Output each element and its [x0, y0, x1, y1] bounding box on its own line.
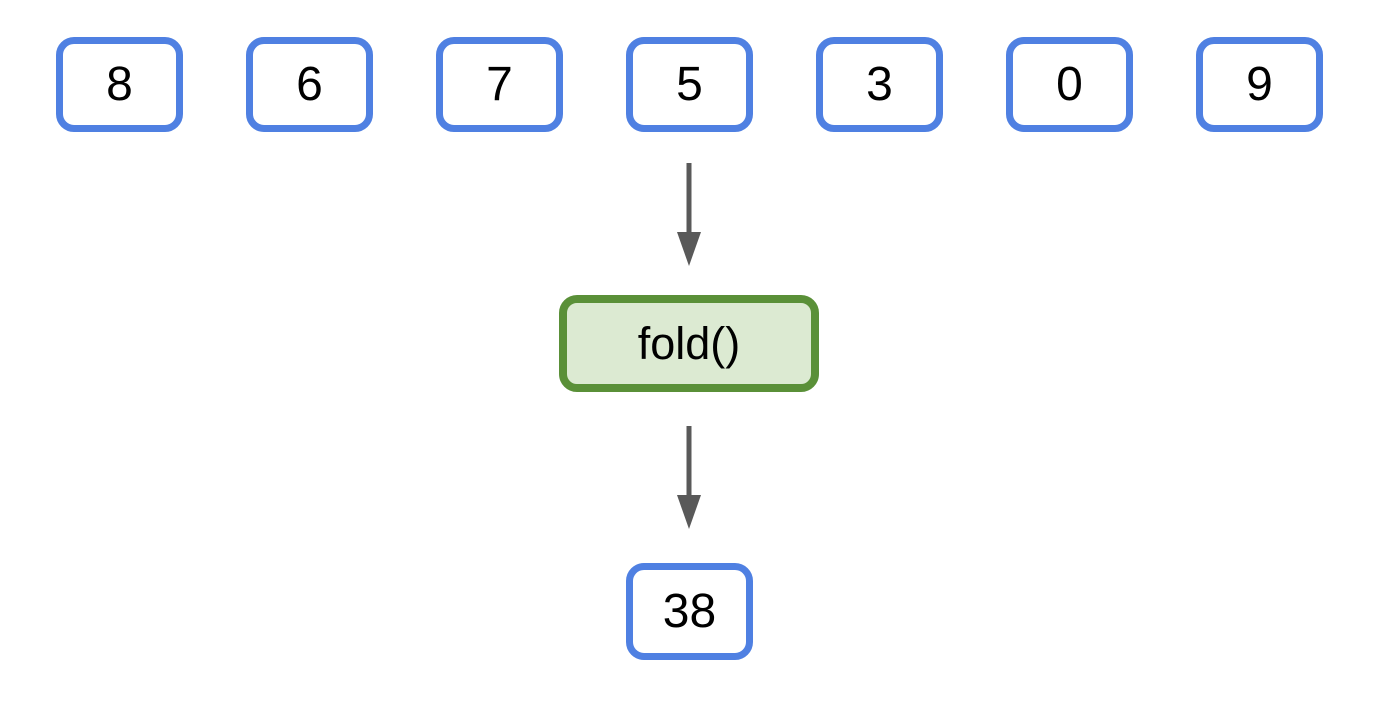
input-box: 8 [56, 37, 183, 132]
input-value: 6 [296, 57, 323, 111]
input-row: 8 6 7 5 3 0 9 [56, 37, 1323, 132]
fold-operation-box: fold() [559, 295, 819, 392]
result-value: 38 [662, 584, 717, 638]
input-box: 9 [1196, 37, 1323, 132]
input-value: 3 [866, 57, 893, 111]
result-box: 38 [626, 563, 753, 660]
input-value: 7 [486, 57, 513, 111]
input-value: 5 [676, 57, 703, 111]
input-value: 0 [1056, 57, 1083, 111]
input-box: 3 [816, 37, 943, 132]
input-value: 9 [1246, 57, 1273, 111]
input-value: 8 [106, 57, 133, 111]
input-box: 7 [436, 37, 563, 132]
input-box: 0 [1006, 37, 1133, 132]
input-box: 5 [626, 37, 753, 132]
down-arrow-icon [677, 163, 701, 266]
fold-operation-label: fold() [637, 318, 741, 369]
input-box: 6 [246, 37, 373, 132]
down-arrow-icon [677, 426, 701, 529]
